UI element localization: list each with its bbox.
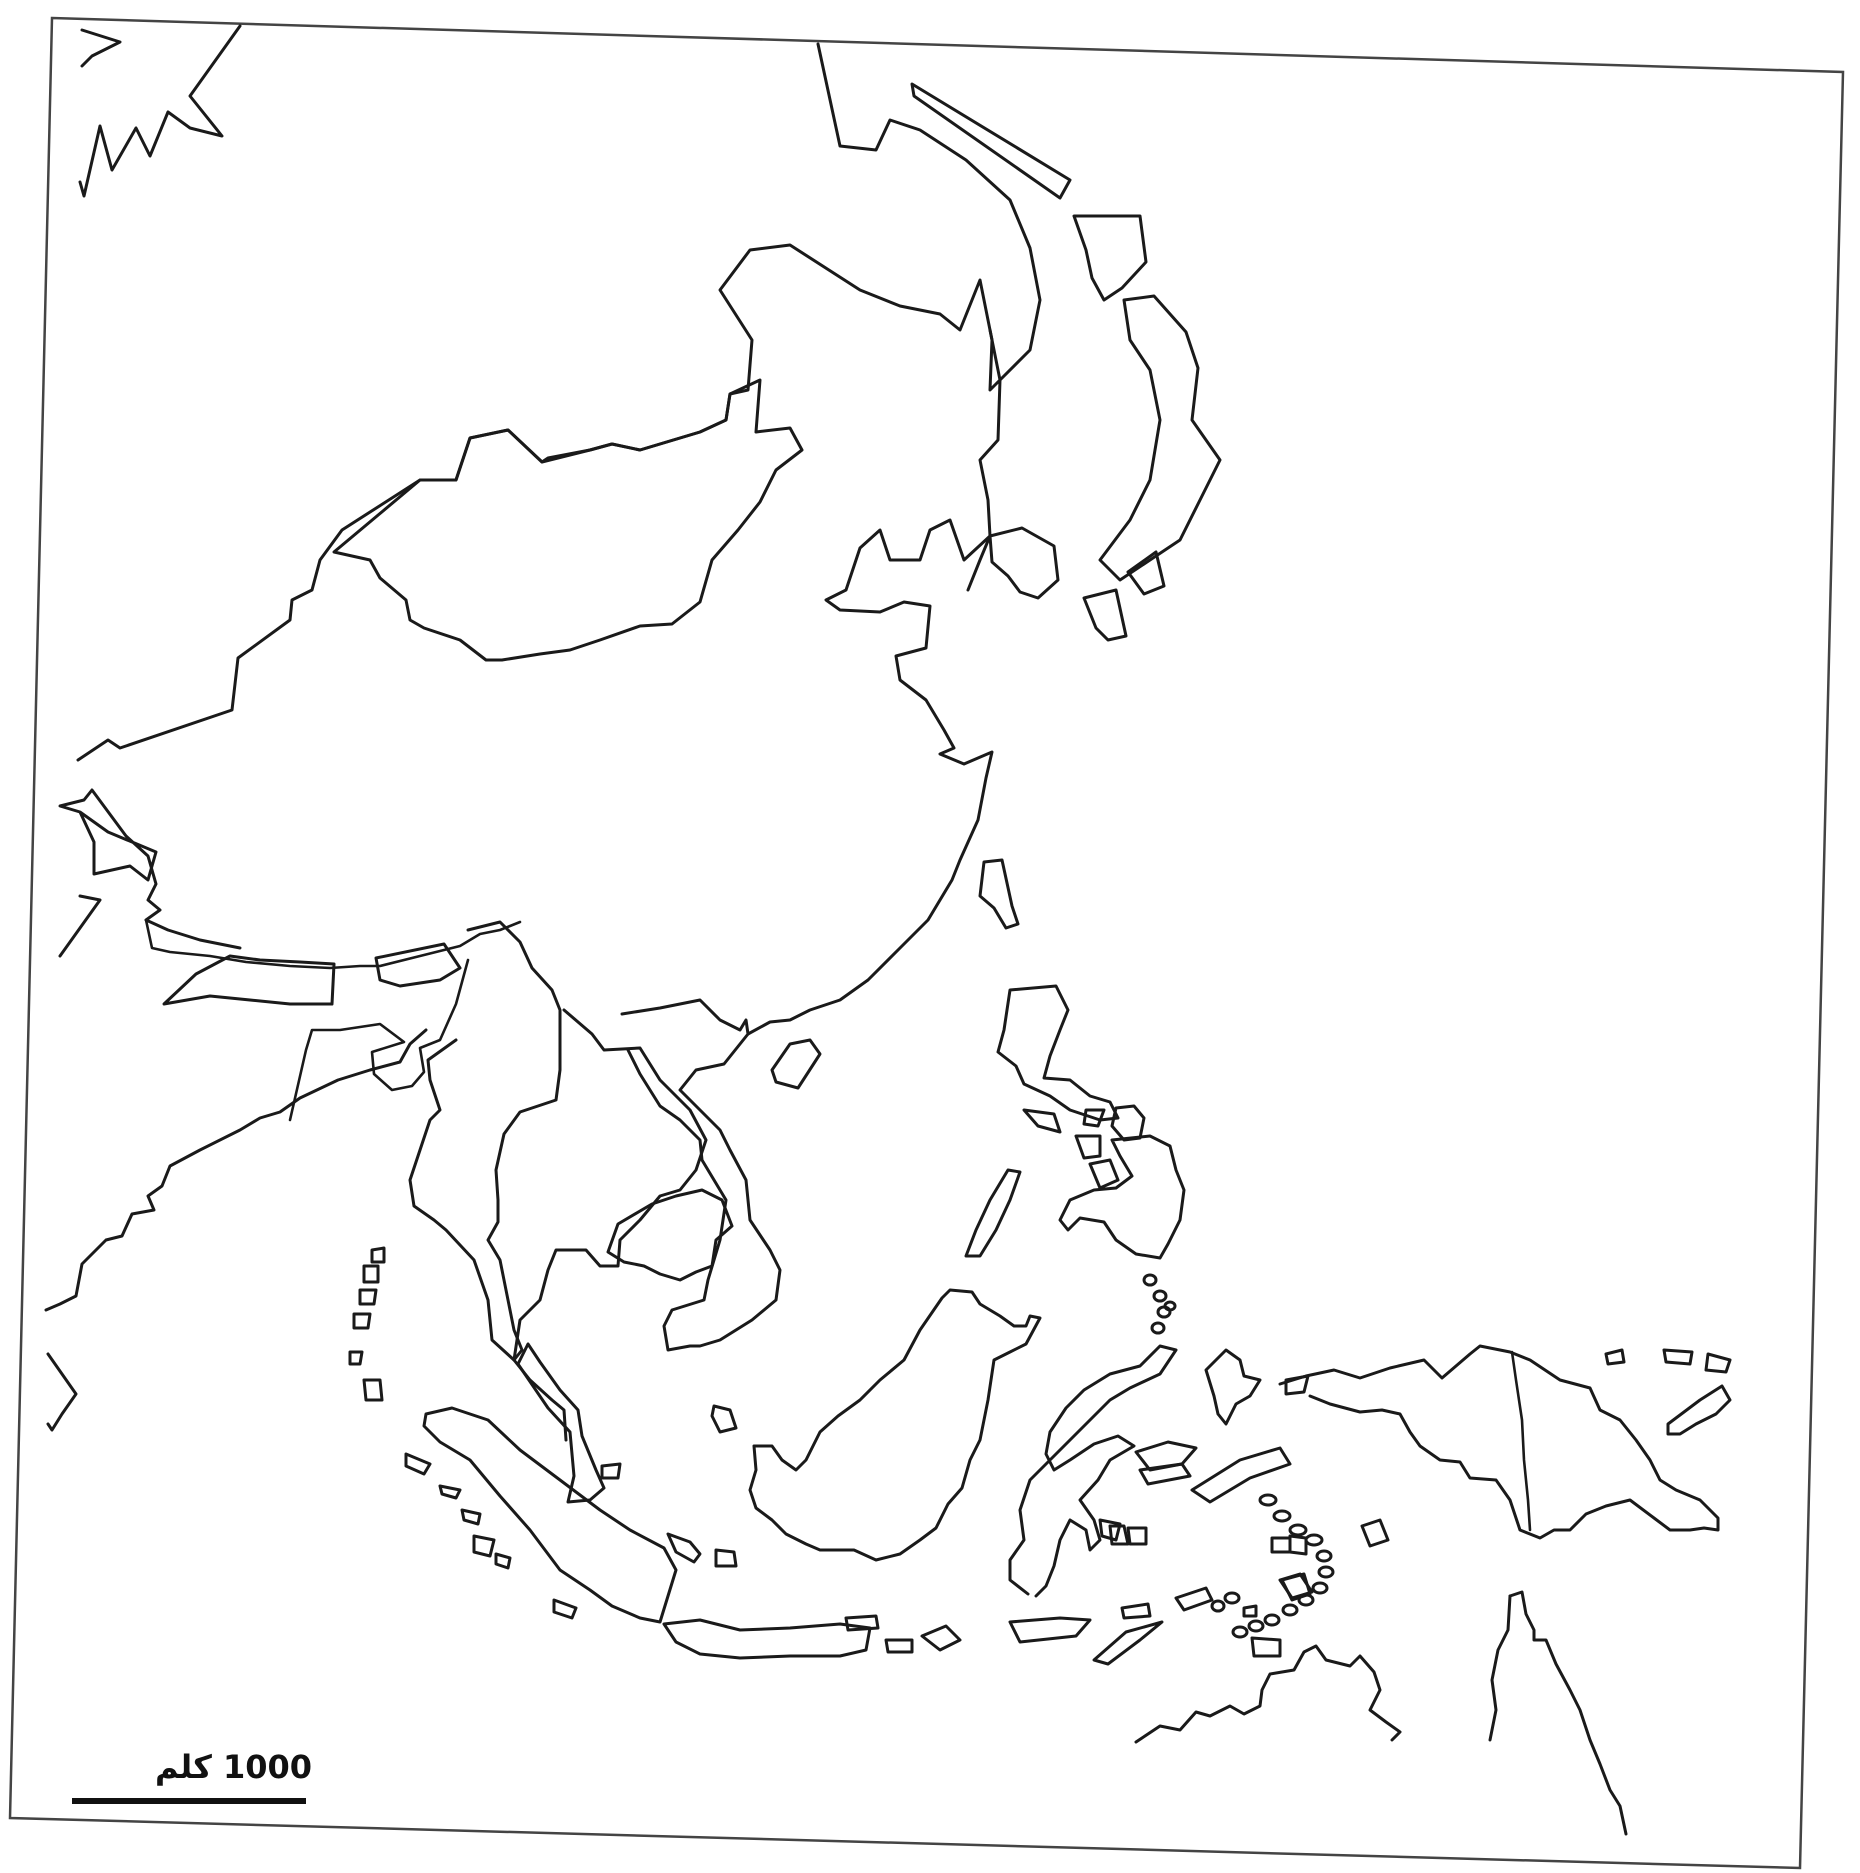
coastline-east-china (966, 534, 992, 592)
island-samar (1110, 1104, 1146, 1142)
island-new-ireland-b (1662, 1348, 1694, 1366)
island-shikoku (1126, 550, 1166, 596)
island-andaman-a (370, 1246, 386, 1264)
island-enggano (552, 1598, 578, 1620)
island-melville (1250, 1636, 1282, 1658)
island-halmahera (1204, 1348, 1262, 1426)
island-new-britain (1666, 1384, 1732, 1436)
island-honshu (1098, 294, 1222, 582)
island-mindoro (1022, 1108, 1062, 1134)
border-bangladesh-ne-india (288, 958, 470, 1122)
island-nicobar-b (362, 1378, 384, 1402)
coast-russian-far-east (816, 42, 1042, 382)
island-alor (1174, 1586, 1214, 1612)
islets-philippine-east (1142, 1273, 1177, 1335)
island-sumatra-west-isle-a (438, 1484, 462, 1500)
island-sumatra-west-isle-d (494, 1552, 512, 1570)
country-laos-vietnam (620, 998, 782, 1352)
island-sulawesi (1008, 1344, 1178, 1598)
island-sulawesi-buton (1098, 1518, 1122, 1542)
island-sulawesi-south-b (1126, 1526, 1148, 1546)
island-manus (1704, 1352, 1732, 1374)
coastline-cape-york (1508, 1590, 1628, 1836)
scale-bar (72, 1798, 306, 1804)
island-bangka (666, 1532, 702, 1564)
country-cambodia (606, 1188, 734, 1282)
coastline-india (44, 1028, 428, 1312)
island-banda-b (1242, 1604, 1258, 1618)
island-sulawesi-east-arm (1134, 1440, 1198, 1472)
island-java (662, 1618, 872, 1660)
coastline-south-asia-southwest (58, 894, 102, 958)
island-masbate (1082, 1108, 1106, 1128)
island-nias (404, 1452, 432, 1476)
island-sumbawa (1008, 1616, 1092, 1644)
country-bhutan (374, 942, 462, 988)
coast-sri-lanka-edge (46, 1352, 78, 1432)
island-seram (1190, 1446, 1292, 1504)
island-negros (1088, 1158, 1120, 1190)
korean-peninsula (988, 526, 1060, 600)
island-sumatra-west-isle-b (460, 1508, 482, 1526)
border-tibet-south (144, 918, 522, 970)
island-hokkaido (1072, 214, 1148, 302)
island-new-guinea (1278, 1344, 1720, 1540)
island-andaman-b (362, 1264, 380, 1284)
border-indonesia-papua-new-guinea (1510, 1350, 1532, 1532)
island-belitung (714, 1548, 738, 1568)
island-borneo (748, 1288, 1042, 1562)
island-madura (844, 1614, 880, 1632)
scale-bar-label: 1000 كلم (155, 1748, 312, 1786)
island-lombok (920, 1624, 962, 1652)
country-mongolia (332, 378, 804, 662)
island-kyushu (1082, 588, 1128, 642)
island-kai (1288, 1534, 1308, 1556)
island-andaman-d (352, 1312, 372, 1330)
island-sumatra (422, 1406, 678, 1624)
island-buru (1138, 1462, 1192, 1486)
island-aru (1270, 1536, 1292, 1554)
coastline-gulf-of-carpentaria (1488, 1594, 1512, 1742)
map-frame (8, 16, 1845, 1870)
island-nicobar-a (348, 1350, 364, 1366)
island-sakhalin (910, 82, 1072, 200)
coastline-south-asia-west (58, 788, 242, 950)
island-andaman-c (358, 1288, 378, 1306)
island-sumba (1120, 1602, 1152, 1620)
island-flores (1092, 1620, 1164, 1666)
island-hainan (770, 1038, 822, 1090)
island-banda-a (1278, 1572, 1314, 1600)
coast-northwest-fragment-a (80, 28, 122, 68)
island-andaman-e (710, 1404, 738, 1434)
islets-banda-arc (1210, 1493, 1335, 1639)
island-riau (600, 1462, 622, 1480)
island-mindanao (1058, 1134, 1186, 1260)
malay-peninsula (516, 1342, 606, 1504)
coastline-asia-mainland (76, 243, 1002, 1036)
island-panay (1074, 1134, 1102, 1160)
island-sumatra-west-isle-c (472, 1534, 496, 1558)
country-myanmar (408, 920, 562, 1362)
island-taiwan (978, 858, 1020, 930)
country-nepal (162, 954, 336, 1006)
island-palawan (964, 1168, 1022, 1258)
country-thailand (512, 1008, 708, 1442)
island-bali (884, 1638, 914, 1654)
island-new-ireland-a (1604, 1348, 1626, 1366)
island-sulawesi-south-a (1108, 1524, 1130, 1546)
island-tanimbar (1360, 1518, 1390, 1548)
island-luzon (996, 984, 1120, 1122)
coastline-northern-australia (1134, 1644, 1402, 1744)
coast-northwest-fragment-b (78, 24, 242, 198)
